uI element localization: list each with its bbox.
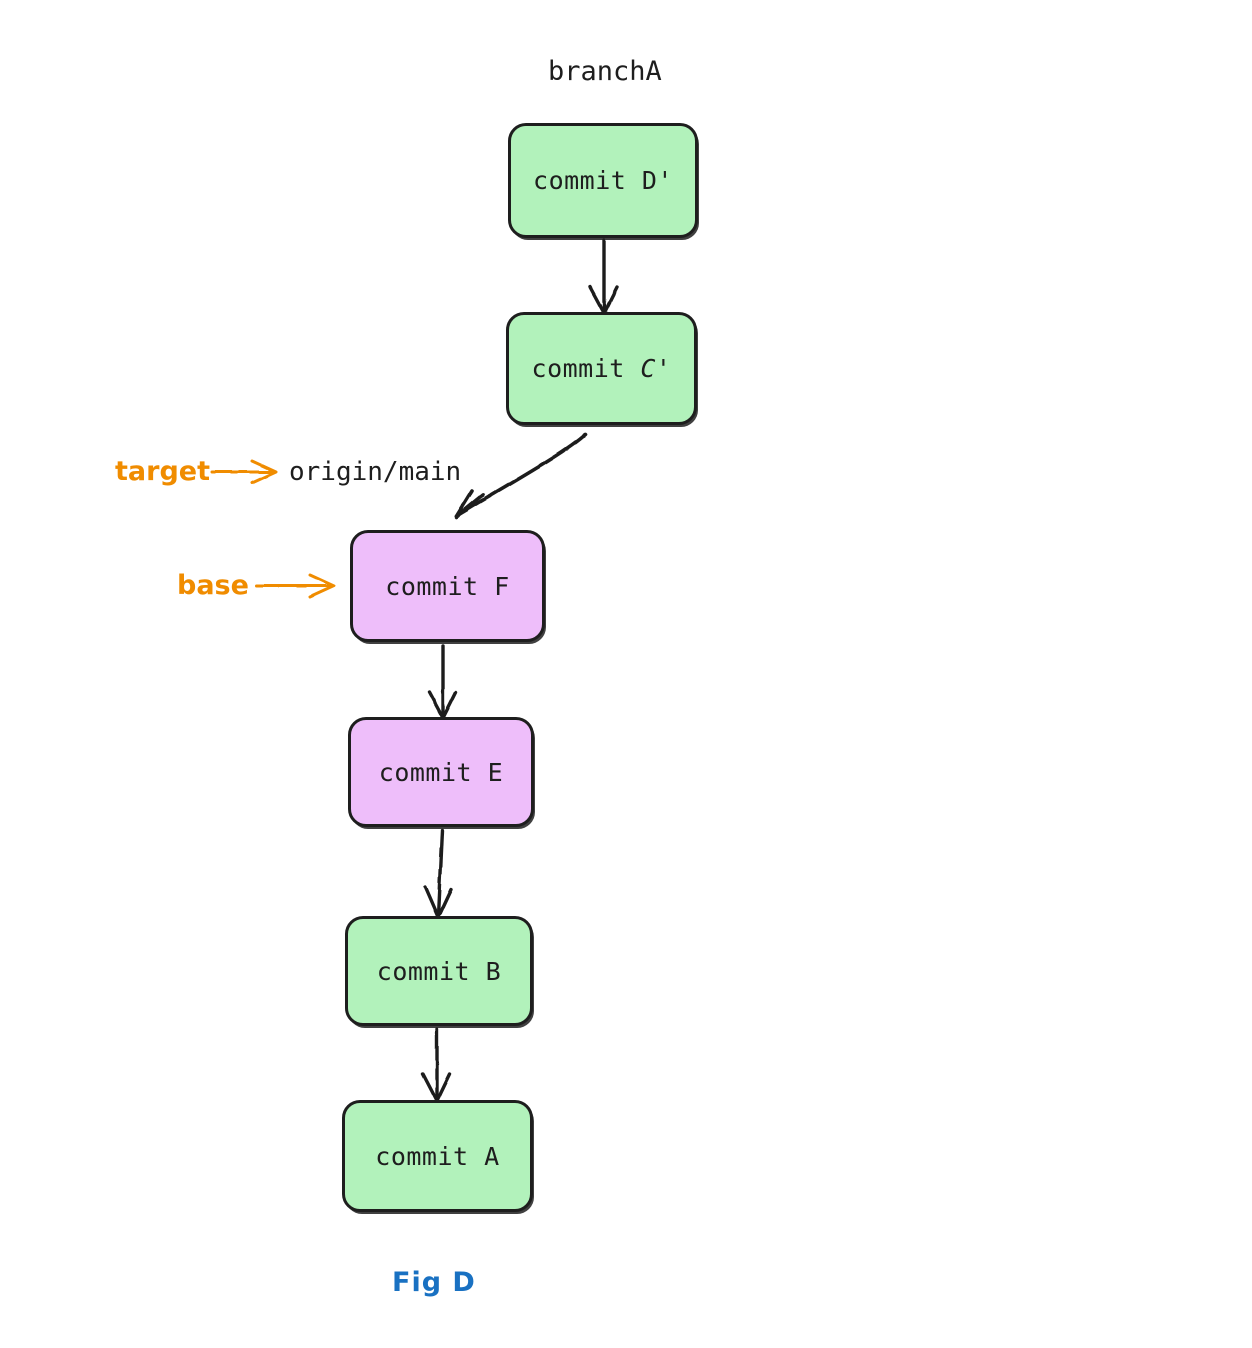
commit-node-c-prime[interactable]: commit C'	[506, 312, 697, 425]
commit-node-d-prime-id: D'	[641, 166, 673, 195]
commit-node-d-prime[interactable]: commit D'	[508, 123, 698, 238]
edge-arrow-e-to-b	[423, 828, 453, 919]
commit-node-b-prefix: commit	[376, 956, 486, 986]
commit-node-a-id: A	[484, 1141, 500, 1171]
edge-arrow-b-to-a	[421, 1027, 452, 1103]
commit-node-f[interactable]: commit F	[350, 530, 545, 642]
commit-node-b[interactable]: commit B	[345, 916, 533, 1026]
remote-ref-label-origin-main: origin/main	[289, 457, 462, 487]
commit-node-e[interactable]: commit E	[348, 717, 534, 827]
branch-label-brancha: branchA	[548, 56, 662, 87]
edge-arrow-d-prime-to-c-prime	[588, 238, 619, 315]
commit-node-f-id: F	[494, 571, 510, 601]
target-pointer-arrow-icon	[210, 459, 278, 485]
commit-node-b-id: B	[485, 956, 502, 986]
annotation-label-target: target	[115, 456, 210, 487]
commit-node-c-prime-id: C'	[640, 354, 672, 383]
commit-node-a-prefix: commit	[375, 1141, 485, 1171]
base-pointer-arrow-icon	[254, 573, 336, 599]
annotation-label-base: base	[177, 570, 249, 601]
edge-arrow-f-to-e	[427, 644, 458, 720]
commit-node-e-prefix: commit	[378, 757, 488, 787]
commit-node-d-prime-prefix: commit	[533, 166, 642, 195]
commit-node-e-id: E	[487, 757, 504, 787]
commit-node-c-prime-prefix: commit	[531, 354, 641, 383]
figure-caption: Fig D	[392, 1267, 476, 1298]
edge-arrow-c-prime-to-f	[454, 432, 588, 519]
commit-node-a[interactable]: commit A	[342, 1100, 533, 1212]
commit-node-f-prefix: commit	[385, 571, 495, 601]
